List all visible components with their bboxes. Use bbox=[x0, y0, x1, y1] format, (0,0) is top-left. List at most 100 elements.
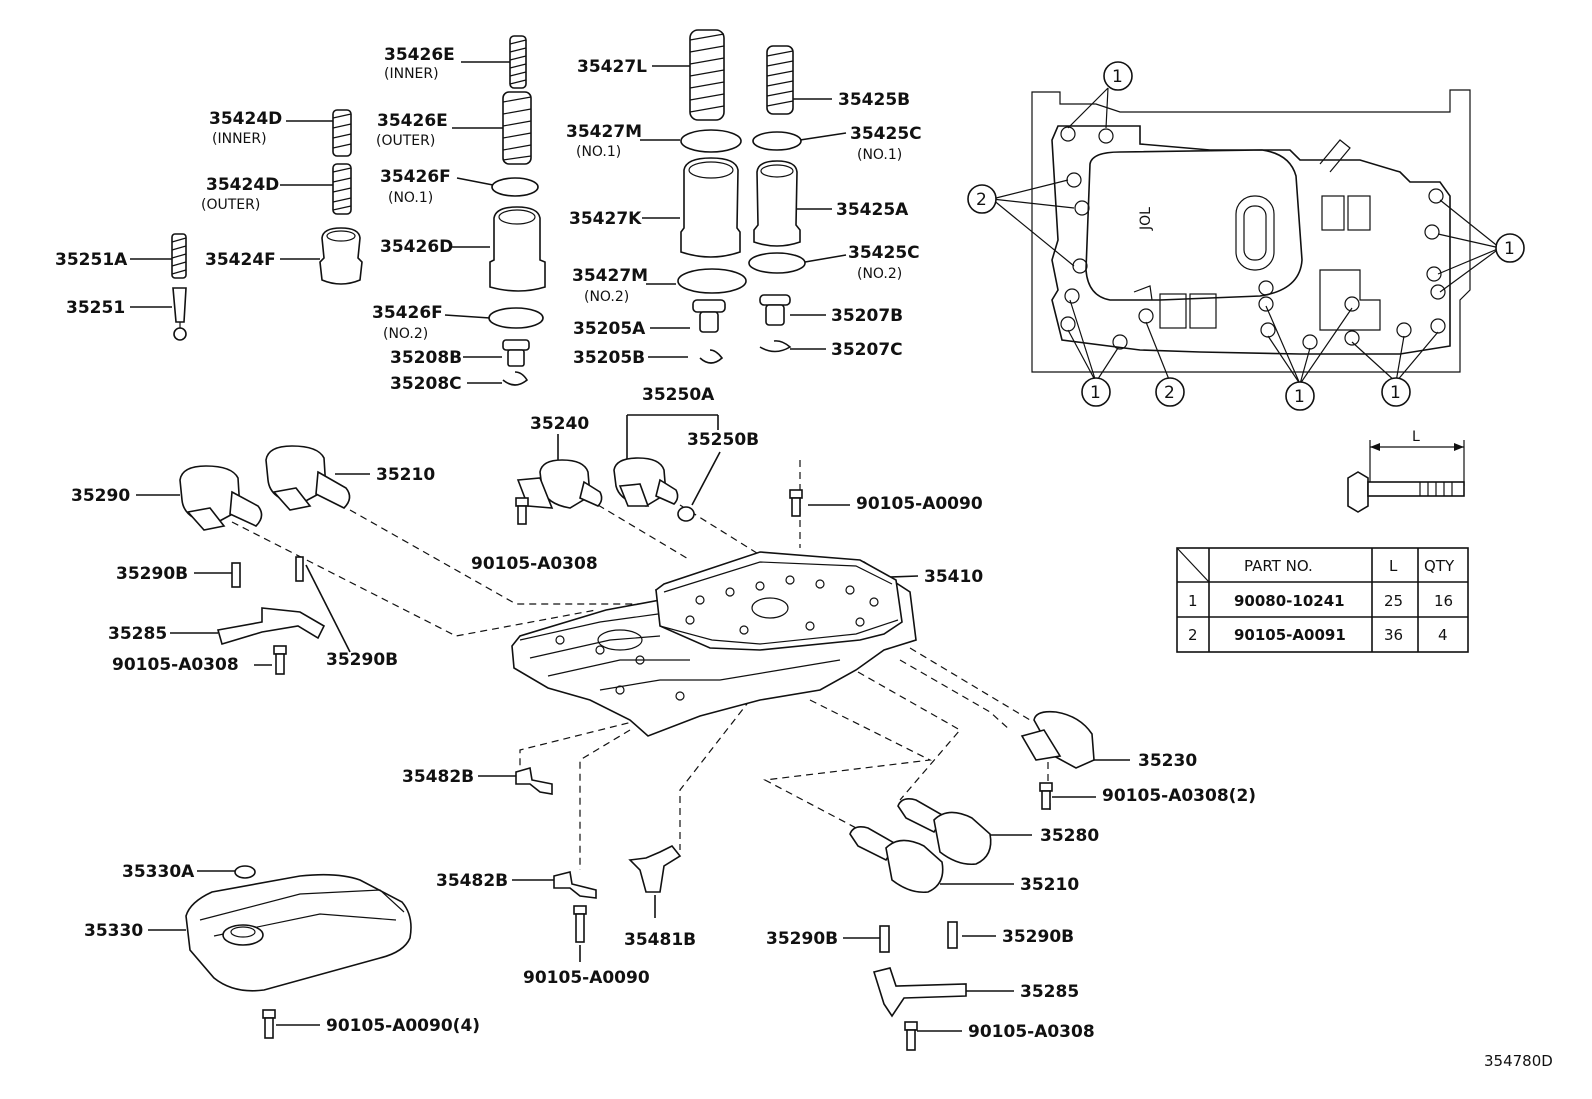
inset-bolt-holes bbox=[1060, 126, 1446, 350]
svg-text:2: 2 bbox=[1164, 383, 1175, 403]
spring-35424D-inner bbox=[332, 109, 352, 157]
callout-35426F-no2: 35426F bbox=[372, 303, 443, 323]
plate-35285-left bbox=[216, 607, 326, 645]
bracket-35482B-2 bbox=[553, 871, 597, 899]
solenoid-35210-top bbox=[265, 445, 351, 511]
solenoid-35280 bbox=[897, 798, 992, 866]
table-row-2-qty: 4 bbox=[1438, 626, 1448, 644]
spring-35251A bbox=[171, 233, 187, 279]
parts bbox=[171, 29, 1095, 1051]
bolt-90105-A0090-bottom bbox=[573, 905, 587, 943]
callout-35427M-no2-sub: (NO.2) bbox=[584, 289, 629, 305]
valve-35425A bbox=[753, 160, 801, 247]
clip-35205B bbox=[699, 349, 724, 364]
oring-35426F-no2 bbox=[488, 307, 544, 329]
table-row-2-no: 2 bbox=[1188, 626, 1198, 644]
marker-1-br: 1 bbox=[1381, 377, 1411, 407]
callout-35425A: 35425A bbox=[836, 200, 909, 220]
pin-35290B-3 bbox=[879, 925, 890, 953]
valve-35424F bbox=[319, 227, 363, 285]
callout-35425C-no1: 35425C bbox=[850, 124, 922, 144]
svg-text:1: 1 bbox=[1294, 387, 1305, 407]
bolt-90105-A0308-right bbox=[1039, 782, 1053, 810]
callout-35208B: 35208B bbox=[390, 348, 462, 368]
callout-35426F-no1-sub: (NO.1) bbox=[388, 190, 433, 206]
table-row-1-l: 25 bbox=[1384, 592, 1403, 610]
callout-90105-A0308-top: 90105-A0308 bbox=[471, 554, 598, 574]
pin-35290B-2 bbox=[295, 556, 304, 582]
solenoid-35240 bbox=[516, 459, 603, 509]
callout-35251: 35251 bbox=[66, 298, 125, 318]
table-row-1-qty: 16 bbox=[1434, 592, 1453, 610]
callout-35427M-no1-sub: (NO.1) bbox=[576, 144, 621, 160]
leader-lines bbox=[130, 61, 1130, 1032]
solenoid-35230 bbox=[1020, 710, 1095, 769]
callout-labels: 35426E (INNER) 35424D (INNER) 35426E (OU… bbox=[55, 45, 1256, 1042]
oring-35427M-no1 bbox=[680, 129, 742, 153]
valve-35426D bbox=[489, 206, 546, 292]
marker-2-left: 2 bbox=[967, 184, 997, 214]
clip-35208C bbox=[502, 371, 529, 386]
plug-35208B bbox=[502, 339, 530, 367]
callout-35424D-inner: 35424D bbox=[209, 109, 282, 129]
marker-1-top: 1 bbox=[1103, 61, 1133, 91]
callout-35205B: 35205B bbox=[573, 348, 645, 368]
callout-35425B: 35425B bbox=[838, 90, 910, 110]
callout-35290B-mid: 35290B bbox=[326, 650, 398, 670]
oring-35250B bbox=[677, 506, 695, 522]
callout-90105-A0308-2: 90105-A0308(2) bbox=[1102, 786, 1256, 806]
dimension-L-label: L bbox=[1412, 429, 1420, 445]
callout-35482B-2: 35482B bbox=[436, 871, 508, 891]
strainer-35330 bbox=[185, 873, 412, 992]
callout-35481B: 35481B bbox=[624, 930, 696, 950]
callout-90105-A0090-4: 90105-A0090(4) bbox=[326, 1016, 480, 1036]
callout-35482B-1: 35482B bbox=[402, 767, 474, 787]
solenoid-35290 bbox=[179, 465, 263, 531]
callout-35426F-no2-sub: (NO.2) bbox=[383, 326, 428, 342]
marker-1-bl: 1 bbox=[1081, 377, 1111, 407]
solenoid-35210-bottom bbox=[849, 826, 944, 894]
table-row-2-l: 36 bbox=[1384, 626, 1403, 644]
callout-35330A: 35330A bbox=[122, 862, 195, 882]
marker-2-bottom: 2 bbox=[1155, 377, 1185, 407]
solenoid-35250A bbox=[613, 457, 679, 507]
svg-text:1: 1 bbox=[1112, 67, 1123, 87]
callout-35425C-no2: 35425C bbox=[848, 243, 920, 263]
table-row-2-part: 90105-A0091 bbox=[1234, 626, 1346, 644]
marker-1-right: 1 bbox=[1495, 233, 1525, 263]
spring-35426E-inner bbox=[509, 35, 527, 89]
clamp-35481B bbox=[628, 844, 682, 893]
callout-35210-top: 35210 bbox=[376, 465, 435, 485]
oring-35425C-no1 bbox=[752, 131, 802, 151]
callout-35250A: 35250A bbox=[642, 385, 715, 405]
table-header-l: L bbox=[1389, 557, 1398, 575]
bolt-90105-A0308-left bbox=[273, 645, 287, 675]
callout-90105-A0308-left: 90105-A0308 bbox=[112, 655, 239, 675]
valve-body-35410 bbox=[511, 551, 917, 737]
clip-35207C bbox=[759, 340, 792, 353]
bolt-90105-A0090-top bbox=[789, 489, 803, 517]
spring-35427L bbox=[689, 29, 725, 121]
oring-35425C-no2 bbox=[748, 252, 806, 274]
callout-35290B-4: 35290B bbox=[1002, 927, 1074, 947]
spring-35425B bbox=[766, 45, 794, 115]
pin-35290B-4 bbox=[947, 921, 958, 949]
callout-35426E-outer-sub: (OUTER) bbox=[376, 133, 435, 149]
callout-35426F-no1: 35426F bbox=[380, 167, 451, 187]
callout-35427M-no2: 35427M bbox=[572, 266, 648, 286]
callout-35427K: 35427K bbox=[569, 209, 642, 229]
oring-35330A bbox=[234, 865, 256, 879]
valve-35251 bbox=[172, 287, 187, 341]
inset-marking: JOL bbox=[1138, 207, 1154, 231]
marker-1-bm: 1 bbox=[1285, 381, 1315, 411]
callout-35290: 35290 bbox=[71, 486, 130, 506]
valve-35427K bbox=[680, 157, 741, 258]
callout-35426E-outer: 35426E bbox=[377, 111, 448, 131]
callout-35425C-no1-sub: (NO.1) bbox=[857, 147, 902, 163]
table-row-1-part: 90080-10241 bbox=[1234, 592, 1345, 610]
callout-35427L: 35427L bbox=[577, 57, 647, 77]
svg-text:1: 1 bbox=[1504, 239, 1515, 259]
callout-35230: 35230 bbox=[1138, 751, 1197, 771]
spring-35426E-outer bbox=[502, 91, 532, 165]
callout-35425C-no2-sub: (NO.2) bbox=[857, 266, 902, 282]
